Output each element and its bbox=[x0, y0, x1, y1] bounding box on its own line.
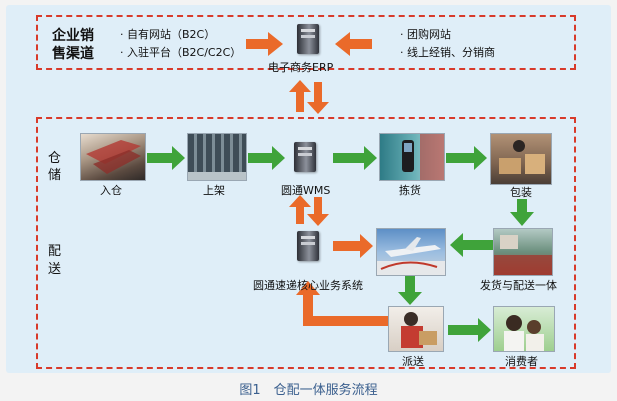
arrow-wms-to-erp bbox=[289, 80, 311, 112]
arrow-core-to-wms bbox=[289, 195, 311, 224]
arrow-ship-to-hub bbox=[450, 233, 493, 257]
sales-channel-box bbox=[36, 15, 576, 70]
arrow-right-channel-to-erp bbox=[335, 32, 372, 56]
channel-title-line2: 售渠道 bbox=[52, 46, 94, 62]
dispatch-photo bbox=[388, 306, 444, 352]
arrow-packing-to-ship bbox=[510, 199, 534, 226]
erp-server-icon bbox=[297, 24, 319, 54]
wms-server-icon bbox=[294, 142, 316, 172]
dispatch-label: 派送 bbox=[402, 355, 424, 368]
arrow-picking-to-packing bbox=[446, 146, 487, 170]
warehouse-label-1: 仓 bbox=[48, 151, 62, 166]
wms-label: 圆通WMS bbox=[281, 184, 331, 197]
warehouse-label-2: 储 bbox=[48, 168, 62, 183]
packing-label: 包装 bbox=[510, 186, 532, 199]
picking-photo bbox=[379, 133, 445, 181]
delivery-label-1: 配 bbox=[48, 244, 62, 259]
inbound-photo bbox=[80, 133, 146, 181]
transport-hub-photo bbox=[376, 228, 446, 276]
arrow-wms-to-picking bbox=[333, 146, 377, 170]
packing-photo bbox=[490, 133, 552, 185]
consumer-label: 消费者 bbox=[505, 355, 538, 368]
channel-left-item: · 入驻平台（B2C/C2C） bbox=[120, 46, 242, 59]
warehouse-delivery-box bbox=[36, 117, 576, 369]
core-system-server-icon bbox=[297, 231, 319, 261]
arrow-core-to-hub bbox=[333, 234, 373, 258]
arrow-erp-to-wms bbox=[307, 82, 329, 114]
arrow-dispatch-to-consumer bbox=[448, 318, 491, 342]
picking-label: 拣货 bbox=[399, 184, 421, 197]
erp-label: 电子商务ERP bbox=[268, 61, 334, 74]
arrow-inbound-to-shelving bbox=[147, 146, 185, 170]
consumer-photo bbox=[493, 306, 555, 352]
arrow-hub-to-dispatch bbox=[398, 274, 422, 305]
core-system-label: 圆通速递核心业务系统 bbox=[253, 279, 363, 292]
arrow-left-channel-to-erp bbox=[246, 32, 283, 56]
arrow-shelving-to-wms bbox=[248, 146, 285, 170]
channel-title-line1: 企业销 bbox=[52, 28, 94, 44]
arrow-wms-to-core bbox=[307, 197, 329, 226]
ship-integrated-label: 发货与配送一体 bbox=[480, 279, 557, 292]
channel-left-item: · 自有网站（B2C） bbox=[120, 28, 216, 41]
figure-caption: 图1 仓配一体服务流程 bbox=[239, 383, 378, 398]
shelving-photo bbox=[187, 133, 247, 181]
channel-right-item: · 团购网站 bbox=[400, 28, 451, 41]
channel-right-item: · 线上经销、分销商 bbox=[400, 46, 495, 59]
inbound-label: 入仓 bbox=[100, 184, 122, 197]
arrow-dispatch-to-core bbox=[296, 281, 388, 326]
shelving-label: 上架 bbox=[203, 184, 225, 197]
delivery-label-2: 送 bbox=[48, 262, 62, 277]
ship-integrated-photo bbox=[493, 228, 553, 276]
